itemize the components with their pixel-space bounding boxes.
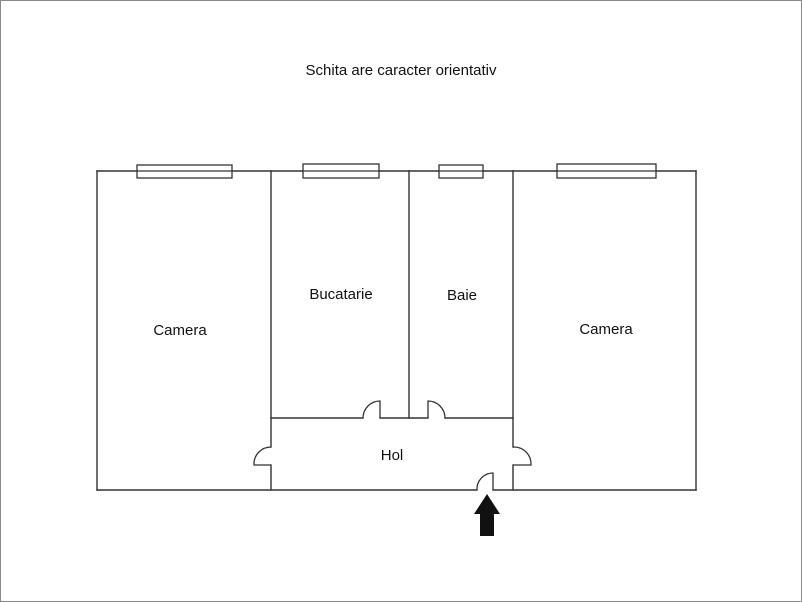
arrow-up-icon <box>474 494 500 536</box>
door-entrance <box>476 472 494 491</box>
room-label-camera-right: Camera <box>579 321 633 338</box>
room-label-camera-left: Camera <box>153 322 207 339</box>
door-camera-left <box>253 446 272 466</box>
room-label-bucatarie: Bucatarie <box>309 286 372 303</box>
door-bucatarie <box>362 400 381 419</box>
door-baie <box>427 400 446 419</box>
sketch-disclaimer: Schita are caracter orientativ <box>305 62 497 79</box>
door-camera-right <box>512 446 532 466</box>
room-label-baie: Baie <box>447 287 477 304</box>
room-label-hol: Hol <box>381 447 404 464</box>
